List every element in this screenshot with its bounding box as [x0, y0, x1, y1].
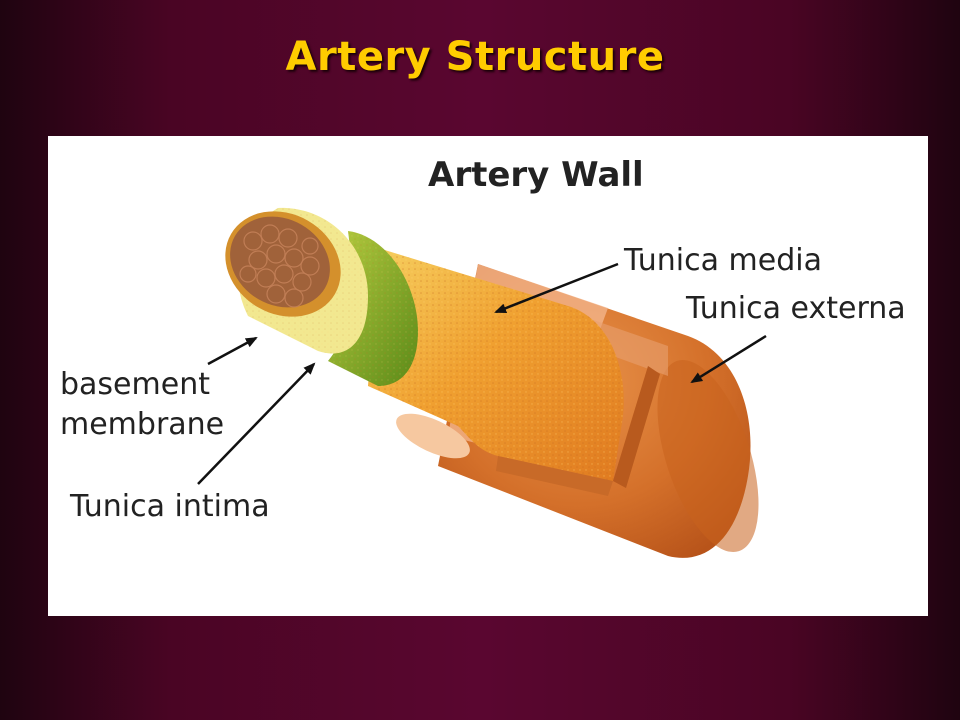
diagram-title: Artery Wall — [428, 155, 644, 195]
arrow-tunica-intima — [197, 362, 316, 485]
lumen-cross-section — [225, 211, 341, 317]
artery-wall-illustration: Artery Wall Tunica media Tunica externa … — [60, 155, 906, 558]
leader-arrows — [197, 262, 767, 485]
label-tunica-externa: Tunica externa — [685, 291, 906, 326]
arrow-tunica-externa — [690, 334, 767, 384]
label-tunica-intima: Tunica intima — [69, 489, 270, 524]
label-tunica-media: Tunica media — [623, 243, 822, 278]
tunica-media-layer — [368, 248, 660, 496]
arrow-basement-membrane — [207, 336, 258, 366]
artery-diagram: Artery Wall Tunica media Tunica externa … — [48, 136, 928, 616]
arrow-tunica-media — [494, 262, 619, 314]
label-basement-line1: basement — [60, 367, 210, 402]
slide-title: Artery Structure — [285, 34, 665, 80]
label-basement-line2: membrane — [60, 407, 224, 442]
